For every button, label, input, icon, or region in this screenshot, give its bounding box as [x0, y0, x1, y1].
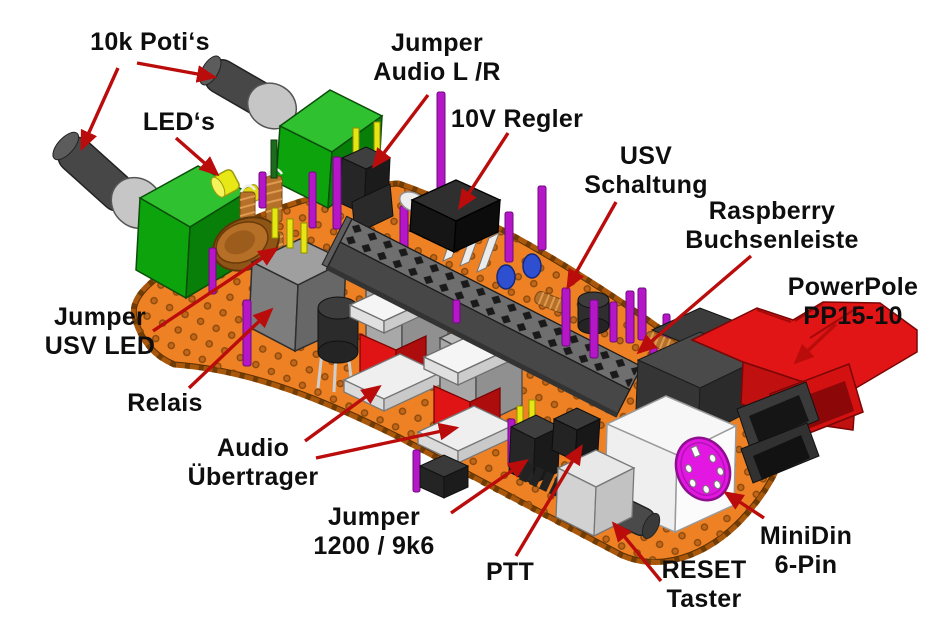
arrow-usv: [566, 201, 618, 290]
arrow-relais: [187, 307, 274, 390]
label-reset-line2: Taster: [666, 585, 742, 613]
blue-capacitors: [496, 253, 542, 290]
arrow-jumper-1200: [450, 459, 529, 515]
arrow-regler: [458, 132, 510, 210]
arrow-raspberry: [636, 254, 753, 355]
label-jumper-usv-led-line1: Jumper: [53, 303, 147, 331]
label-jumper-1200: Jumper 1200 / 9k6: [313, 503, 434, 561]
callout-arrows: [80, 61, 838, 583]
arrow-jumper-usv-led: [152, 247, 279, 333]
potentiometer-left: [52, 131, 249, 300]
minidin-face-icon: [674, 436, 732, 502]
label-audio-line2: Übertrager: [187, 463, 319, 491]
label-jumper-audio-line1: Jumper: [390, 29, 484, 57]
label-ptt-line1: PTT: [485, 558, 535, 586]
label-audio-uebertrager: Audio Übertrager: [188, 434, 319, 492]
label-leds: LED‘s: [143, 108, 215, 137]
label-raspberry: Raspberry Buchsenleiste: [685, 197, 858, 255]
regulator-10v: [409, 179, 502, 273]
label-potis-line1: 10k Poti‘s: [90, 28, 210, 56]
arrow-poti-left: [80, 67, 120, 152]
label-jumper-usv-led-line2: USV LED: [44, 332, 156, 360]
reset-taster: [555, 449, 661, 539]
label-ptt: PTT: [486, 558, 534, 587]
label-raspberry-line1: Raspberry: [708, 197, 836, 225]
label-powerpole-line1: PowerPole: [787, 273, 919, 301]
jumper-audio-header: [339, 121, 394, 235]
label-jumper-1200-line1: Jumper: [327, 503, 421, 531]
minidin-connector: [604, 395, 738, 534]
label-minidin-line2: 6-Pin: [774, 551, 838, 579]
label-usv-line2: Schaltung: [584, 171, 708, 199]
label-relais: Relais: [127, 389, 202, 418]
aux-header: [412, 449, 470, 499]
label-usv: USV Schaltung: [584, 142, 708, 200]
label-jumper-audio-line2: Audio L /R: [373, 58, 501, 86]
label-minidin: MiniDin 6-Pin: [760, 522, 852, 580]
label-potis: 10k Poti‘s: [90, 28, 210, 57]
label-jumper-usv-led: Jumper USV LED: [45, 303, 155, 361]
arrow-minidin: [723, 491, 765, 520]
label-regler: 10V Regler: [451, 105, 583, 134]
led-yellow-1: [210, 169, 240, 198]
label-reset: RESET Taster: [662, 556, 747, 614]
label-regler-line1: 10V Regler: [450, 105, 584, 133]
powerpole-connectors: [635, 301, 918, 484]
label-powerpole-line2: PP15-10: [803, 302, 903, 330]
label-jumper-audio: Jumper Audio L /R: [373, 29, 501, 87]
arrow-jumper-audio: [371, 93, 430, 169]
label-relais-line1: Relais: [127, 389, 203, 417]
label-leds-line1: LED‘s: [142, 108, 216, 136]
label-minidin-line1: MiniDin: [759, 522, 853, 550]
arrow-audio-1: [303, 384, 382, 443]
label-reset-line1: RESET: [661, 556, 747, 584]
label-usv-line1: USV: [619, 142, 673, 170]
raspberry-socket: [321, 215, 643, 418]
arrow-audio-2: [315, 422, 460, 460]
arrow-ptt: [514, 444, 583, 557]
label-raspberry-line2: Buchsenleiste: [685, 226, 859, 254]
label-powerpole: PowerPole PP15-10: [788, 273, 919, 331]
arrow-poti-right: [136, 61, 218, 83]
label-audio-line1: Audio: [216, 434, 290, 462]
arrow-reset: [611, 521, 663, 583]
arrow-leds: [174, 136, 220, 177]
potentiometer-right: [199, 55, 384, 210]
label-jumper-1200-line2: 1200 / 9k6: [313, 532, 435, 560]
arrow-powerpole: [793, 322, 838, 365]
green-wire-pin: [270, 139, 278, 179]
